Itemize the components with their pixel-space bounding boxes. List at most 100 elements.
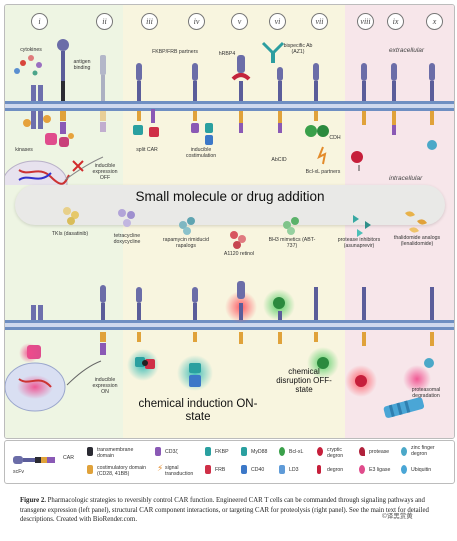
- thalidomide-icon: [405, 211, 427, 233]
- legend-degron: degron: [327, 467, 344, 473]
- antigen-binding-car-icon: [57, 39, 69, 134]
- blocked-arrow-icon: [64, 156, 104, 181]
- a1120-glow-icon: [225, 281, 257, 344]
- costimulatory-swatch: [87, 465, 93, 474]
- zinc-finger-swatch: [401, 447, 407, 456]
- legend-myd88: MyD88: [251, 449, 268, 455]
- inducible-costim-label: inducible costimulation: [185, 147, 217, 159]
- column-marker-ix: ix: [387, 13, 404, 30]
- receptor-on-icon: [19, 305, 43, 363]
- myd88-swatch: [241, 447, 247, 456]
- legend-fkbp: FKBP: [215, 449, 229, 455]
- dna-bottom-icon: [5, 362, 66, 412]
- cdh-label: CDH: [329, 135, 341, 141]
- car-stems-icon: [133, 41, 437, 171]
- rapamycin-label: rapamycin rimiducid rapalogs: [162, 237, 210, 249]
- legend-e3-ligase: E3 ligase: [369, 467, 391, 473]
- legend-costimulatory: costimulatory domain (CD28, 41BB): [97, 465, 147, 477]
- column-marker-ii: ii: [96, 13, 113, 30]
- upper-cell-membrane: [5, 101, 454, 111]
- abcid-label: AbCID: [271, 157, 287, 163]
- transmembrane-swatch: [87, 447, 93, 456]
- column-marker-v: v: [231, 13, 248, 30]
- bispecific-label: bispecific Ab (AZ1): [283, 43, 313, 55]
- legend-signal: signal transduction: [165, 465, 194, 477]
- off-state-label: chemical disruption OFF-state: [276, 367, 332, 394]
- ubiquitin-swatch: [401, 465, 407, 474]
- column-marker-iv: iv: [188, 13, 205, 30]
- ld3-swatch: [279, 465, 285, 474]
- antigen-binding-label: antigen binding: [73, 59, 91, 71]
- legend-transmembrane: transmembrane domain: [97, 447, 134, 459]
- watermark: ©译黑赏黄: [382, 513, 413, 520]
- a1120-label: A1120 retinol: [223, 251, 255, 257]
- degron-swatch: [317, 465, 321, 474]
- column-marker-viii: viii: [357, 13, 374, 30]
- legend-bclxl: Bcl-xL: [289, 449, 304, 455]
- thalidomide-label: thalidomide analogs (lenalidomide): [393, 235, 441, 247]
- figure-panel: i ii iii iv v vi vii viii ix x extracell…: [4, 4, 455, 439]
- extracellular-label: extracellular: [389, 47, 425, 54]
- protease-inhibitors-label: protease inhibitors (asunaprevir): [337, 237, 381, 249]
- legend-ubiquitin: Ubiquitin: [411, 467, 432, 473]
- protease-degron-icon: [345, 287, 377, 397]
- costim-on-icon: [177, 287, 213, 391]
- car-on-icon: [66, 285, 106, 386]
- small-molecule-banner: Small molecule or drug addition: [15, 185, 445, 225]
- rapamycin-molecules-icon: [179, 217, 195, 235]
- cytokine-dots-icon: [14, 55, 42, 76]
- faded-car-icon: [100, 55, 106, 132]
- caption-label: Figure 2.: [20, 497, 46, 504]
- dna-icon: [5, 160, 70, 185]
- column-marker-vi: vi: [269, 13, 286, 30]
- fkbp-swatch: [205, 447, 211, 456]
- legend-ld3: LD3: [289, 467, 299, 473]
- split-car-label: split CAR: [136, 147, 158, 153]
- figure-caption: Figure 2. Pharmacologic strategies to re…: [20, 496, 440, 525]
- legend-protease: protease: [369, 449, 390, 455]
- signal-bolt-icon: ⚡: [157, 463, 164, 473]
- tetracycline-label: tetracycline doxycycline: [113, 233, 141, 245]
- inducible-off-label: inducible expression OFF: [92, 163, 118, 181]
- column-marker-vii: vii: [311, 13, 328, 30]
- a1120-molecules-icon: [230, 231, 246, 249]
- cd3z-swatch: [155, 447, 161, 456]
- frb-swatch: [205, 465, 211, 474]
- inducible-on-label: inducible expression ON: [92, 377, 118, 395]
- tki-molecules-icon: [63, 207, 79, 225]
- fkbp-frb-partners-label: FKBP/FRB partners: [152, 49, 198, 55]
- protease-inhibitor-icon: [353, 215, 371, 237]
- tkis-label: TKIs (dasatinib): [51, 231, 89, 237]
- scfv-car-icon: [13, 456, 55, 464]
- bclxl-swatch: [279, 447, 285, 456]
- bh3-molecules-icon: [283, 217, 299, 235]
- cryptic-degron-swatch: [317, 447, 323, 456]
- bh3-label: BH3 mimetics (ABT-737): [268, 237, 316, 249]
- hrbp4-label: hRBP4: [218, 51, 236, 57]
- column-marker-iii: iii: [141, 13, 158, 30]
- bclxl-off-icon: [307, 287, 339, 379]
- split-car-on-icon: [127, 287, 159, 381]
- lower-cell-membrane: [5, 320, 454, 330]
- column-marker-i: i: [31, 13, 48, 30]
- banner-title: Small molecule or drug addition: [135, 189, 325, 204]
- legend-frb: FRB: [215, 467, 226, 473]
- on-state-label: chemical induction ON-state: [138, 398, 258, 423]
- e3-ligase-swatch: [359, 465, 365, 474]
- proteasome-icon: [383, 287, 434, 418]
- column-marker-x: x: [426, 13, 443, 30]
- legend-zinc-finger: zinc finger degron: [411, 445, 435, 457]
- upper-car-illustrations: [5, 39, 437, 185]
- caption-text: Pharmacologic strategies to reversibly c…: [20, 497, 429, 524]
- legend-cd40: CD40: [251, 467, 265, 473]
- intracellular-label: intracellular: [389, 175, 423, 182]
- legend-cd3z: CD3ζ: [165, 449, 178, 455]
- bclxl-partners-label: Bcl-xL partners: [305, 169, 341, 175]
- bh3-glow-icon: [263, 289, 295, 344]
- kinase-icon: [45, 133, 74, 147]
- cytokines-label: cytokines: [20, 47, 42, 53]
- proteasomal-label: proteasomal degradation: [411, 387, 441, 399]
- drug-molecules-icons: [63, 207, 427, 249]
- lower-car-illustrations: [5, 281, 434, 418]
- legend-car: CAR: [63, 455, 74, 461]
